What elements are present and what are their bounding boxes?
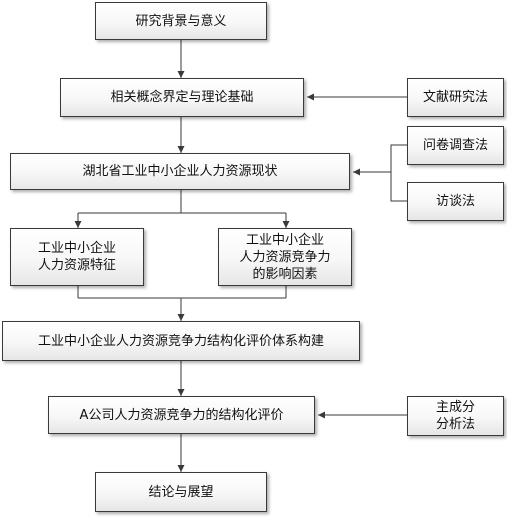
node-company-evaluation-label: A公司人力资源竞争力的结构化评价 <box>79 407 284 423</box>
method-interview: 访谈法 <box>407 182 504 221</box>
node-hubei-status-label: 湖北省工业中小企业人力资源现状 <box>82 164 278 179</box>
node-hr-features: 工业中小企业 人力资源特征 <box>10 228 144 286</box>
node-evaluation-system: 工业中小企业人力资源竞争力结构化评价体系构建 <box>2 321 360 361</box>
node-influencing-factors-label: 工业中小企业 人力资源竞争力 的影响因素 <box>239 232 331 282</box>
arrow-merge-to-system <box>77 286 287 299</box>
method-literature-research: 文献研究法 <box>407 78 504 117</box>
method-questionnaire: 问卷调查法 <box>407 126 504 165</box>
node-hubei-status: 湖北省工业中小企业人力资源现状 <box>10 153 350 190</box>
method-questionnaire-label: 问卷调查法 <box>422 138 488 153</box>
node-research-background: 研究背景与意义 <box>95 2 267 40</box>
method-literature-research-label: 文献研究法 <box>422 90 488 105</box>
node-influencing-factors: 工业中小企业 人力资源竞争力 的影响因素 <box>218 228 352 286</box>
node-research-background-label: 研究背景与意义 <box>135 13 227 29</box>
node-conclusion-label: 结论与展望 <box>148 484 214 500</box>
arrow-status-to-split <box>78 190 286 214</box>
node-company-evaluation: A公司人力资源竞争力的结构化评价 <box>48 396 315 434</box>
method-pca-label: 主成分 分析法 <box>435 400 475 432</box>
bracket-survey-methods <box>390 144 407 202</box>
node-concepts-theory: 相关概念界定与理论基础 <box>60 78 304 117</box>
method-interview-label: 访谈法 <box>435 194 475 209</box>
node-evaluation-system-label: 工业中小企业人力资源竞争力结构化评价体系构建 <box>37 333 324 349</box>
node-hr-features-label: 工业中小企业 人力资源特征 <box>37 241 116 273</box>
method-pca: 主成分 分析法 <box>407 396 504 436</box>
node-concepts-theory-label: 相关概念界定与理论基础 <box>110 90 254 105</box>
node-conclusion: 结论与展望 <box>95 472 267 512</box>
